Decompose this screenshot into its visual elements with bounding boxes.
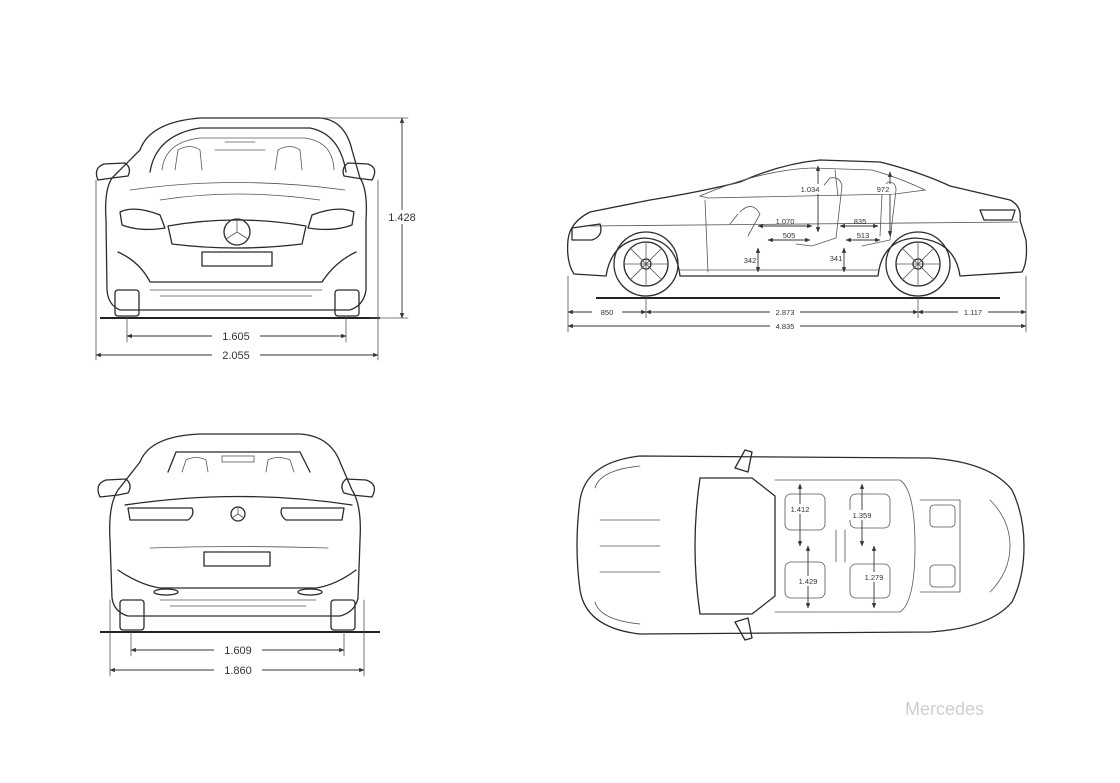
front-track-width: 1.605 (222, 331, 250, 343)
legroom-rear: 835 (854, 217, 867, 226)
rear-overhang: 1.117 (964, 308, 982, 317)
overall-length: 4.835 (776, 322, 795, 331)
rear-overall-width: 1.860 (224, 665, 252, 677)
elbow-room-rear: 1.279 (865, 573, 884, 582)
seat-depth-rear: 513 (857, 231, 870, 240)
front-overhang: 850 (601, 308, 614, 317)
seat-depth-front: 505 (783, 231, 796, 240)
shoulder-room-rear: 1.359 (853, 511, 872, 520)
headroom-rear: 972 (877, 185, 890, 194)
rear-view: 1.609 1.860 (97, 433, 380, 677)
shoulder-room-front: 1.412 (791, 505, 810, 514)
elbow-room-front: 1.429 (799, 577, 818, 586)
front-view: 1.605 2.055 1.428 (95, 117, 419, 362)
headroom-front: 1.034 (801, 185, 820, 194)
front-height: 1.428 (388, 212, 416, 224)
seat-height-front: 342 (744, 256, 757, 265)
watermark: Mercedes (905, 699, 984, 719)
seat-height-rear: 341 (830, 254, 843, 263)
top-view: 1.412 1.359 1.429 1.279 (576, 449, 1025, 641)
front-overall-width: 2.055 (222, 350, 250, 362)
side-view: 1.034 972 1.070 835 505 513 342 341 850 … (566, 159, 1028, 333)
rear-track-width: 1.609 (224, 645, 252, 657)
legroom-front: 1.070 (776, 217, 795, 226)
wheelbase: 2.873 (776, 308, 795, 317)
